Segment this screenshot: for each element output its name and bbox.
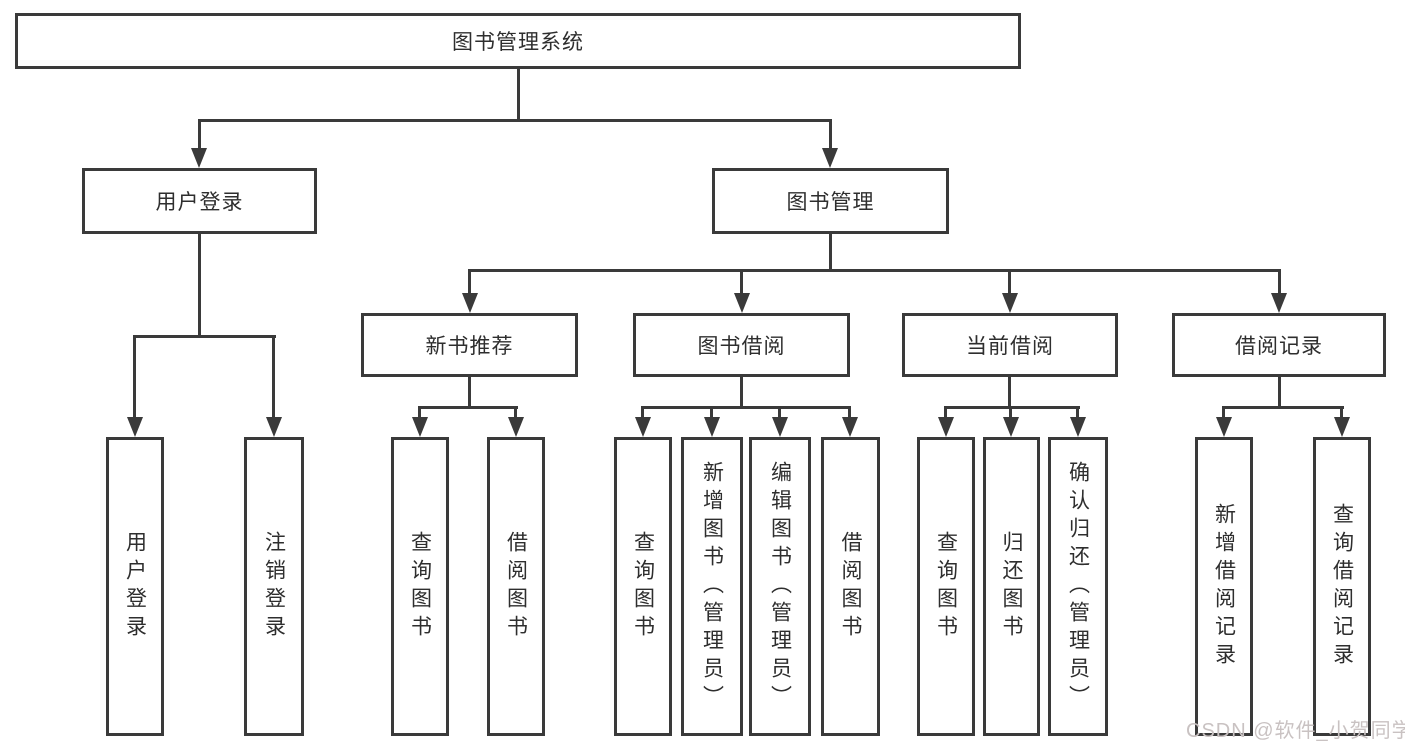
arrow-down-icon — [412, 417, 428, 437]
leaf-current-query-books: 查询图书 — [917, 437, 975, 736]
arrow-down-icon — [1271, 293, 1287, 313]
connector-line — [1076, 406, 1079, 420]
leaf-newbooks-borrow-books-label: 借阅图书 — [504, 530, 528, 643]
leaf-records-query-record-label: 查询借阅记录 — [1330, 502, 1354, 671]
leaf-logout-label: 注销登录 — [262, 530, 286, 643]
leaf-borrow-borrow-books: 借阅图书 — [821, 437, 880, 736]
leaf-borrow-add-books-admin: 新增图书（管理员） — [681, 437, 743, 736]
arrow-down-icon — [1002, 293, 1018, 313]
arrow-down-icon — [1070, 417, 1086, 437]
connector-line — [514, 406, 517, 420]
arrow-down-icon — [1003, 417, 1019, 437]
leaf-records-add-record-label: 新增借阅记录 — [1212, 502, 1236, 671]
connector-line — [198, 119, 832, 122]
node-new-book-recommend-label: 新书推荐 — [425, 335, 514, 358]
arrow-down-icon — [1216, 417, 1232, 437]
leaf-newbooks-query-books-label: 查询图书 — [408, 530, 432, 643]
node-book-management: 图书管理 — [712, 168, 949, 234]
connector-line — [641, 406, 851, 409]
leaf-records-query-record: 查询借阅记录 — [1313, 437, 1371, 736]
leaf-borrow-query-books: 查询图书 — [614, 437, 672, 736]
leaf-user-login: 用户登录 — [106, 437, 164, 736]
connector-line — [1009, 406, 1012, 420]
node-book-management-label: 图书管理 — [786, 191, 875, 214]
connector-line — [1222, 406, 1344, 409]
node-borrow-records-label: 借阅记录 — [1235, 335, 1323, 358]
connector-line — [133, 335, 136, 421]
connector-line — [740, 269, 743, 297]
leaf-borrow-edit-books-admin-label: 编辑图书（管理员） — [768, 460, 792, 713]
connector-line — [778, 406, 781, 420]
leaf-current-confirm-return-admin-label: 确认归还（管理员） — [1066, 460, 1090, 713]
arrow-down-icon — [704, 417, 720, 437]
leaf-records-add-record: 新增借阅记录 — [1195, 437, 1253, 736]
leaf-current-return-books-label: 归还图书 — [1000, 530, 1023, 643]
leaf-borrow-borrow-books-label: 借阅图书 — [839, 530, 862, 643]
connector-line — [848, 406, 851, 420]
node-book-borrow: 图书借阅 — [633, 313, 850, 377]
connector-line — [198, 119, 201, 152]
connector-line — [1278, 269, 1281, 297]
leaf-user-login-label: 用户登录 — [123, 530, 147, 643]
connector-line — [740, 377, 743, 408]
node-book-borrow-label: 图书借阅 — [697, 335, 786, 358]
connector-line — [641, 406, 644, 420]
arrow-down-icon — [822, 148, 838, 168]
connector-line — [1008, 269, 1011, 297]
connector-line — [944, 406, 947, 420]
connector-line — [418, 406, 421, 420]
connector-line — [1008, 377, 1011, 408]
arrow-down-icon — [127, 417, 143, 437]
arrow-down-icon — [462, 293, 478, 313]
node-user-login: 用户登录 — [82, 168, 317, 234]
leaf-newbooks-query-books: 查询图书 — [391, 437, 449, 736]
leaf-current-confirm-return-admin: 确认归还（管理员） — [1048, 437, 1108, 736]
arrow-down-icon — [635, 417, 651, 437]
connector-line — [468, 269, 1281, 272]
leaf-current-return-books: 归还图书 — [983, 437, 1040, 736]
leaf-logout: 注销登录 — [244, 437, 304, 736]
node-root: 图书管理系统 — [15, 13, 1021, 69]
arrow-down-icon — [191, 148, 207, 168]
leaf-borrow-edit-books-admin: 编辑图书（管理员） — [749, 437, 811, 736]
connector-line — [418, 406, 518, 409]
connector-line — [1278, 377, 1281, 408]
node-user-login-label: 用户登录 — [155, 191, 244, 214]
connector-line — [468, 269, 471, 297]
node-root-label: 图书管理系统 — [452, 31, 584, 54]
arrow-down-icon — [266, 417, 282, 437]
connector-line — [468, 377, 471, 408]
connector-line — [272, 335, 275, 421]
leaf-borrow-query-books-label: 查询图书 — [631, 530, 655, 643]
connector-line — [829, 119, 832, 152]
connector-line — [944, 406, 1080, 409]
leaf-current-query-books-label: 查询图书 — [934, 530, 958, 643]
arrow-down-icon — [1334, 417, 1350, 437]
connector-line — [198, 234, 201, 337]
leaf-newbooks-borrow-books: 借阅图书 — [487, 437, 545, 736]
connector-line — [829, 234, 832, 271]
arrow-down-icon — [508, 417, 524, 437]
node-current-borrow: 当前借阅 — [902, 313, 1118, 377]
connector-line — [710, 406, 713, 420]
leaf-borrow-add-books-admin-label: 新增图书（管理员） — [700, 460, 724, 713]
connector-line — [1222, 406, 1225, 420]
arrow-down-icon — [938, 417, 954, 437]
arrow-down-icon — [842, 417, 858, 437]
node-current-borrow-label: 当前借阅 — [966, 335, 1054, 358]
connector-line — [1340, 406, 1343, 420]
arrow-down-icon — [734, 293, 750, 313]
node-new-book-recommend: 新书推荐 — [361, 313, 578, 377]
arrow-down-icon — [772, 417, 788, 437]
connector-line — [517, 69, 520, 119]
node-borrow-records: 借阅记录 — [1172, 313, 1386, 377]
connector-line — [133, 335, 276, 338]
csdn-watermark: CSDN @软件_小贺同学 — [1186, 720, 1405, 742]
